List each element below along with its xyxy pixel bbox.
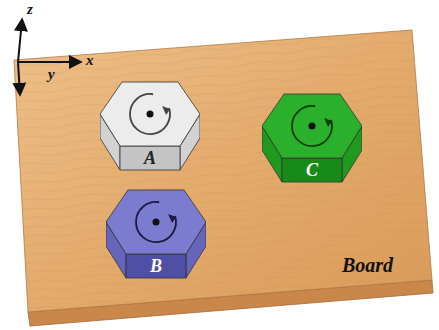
board-label: Board — [342, 254, 393, 277]
axis-label: x — [86, 52, 94, 69]
hex-nut: A — [100, 80, 200, 172]
nut-letter: A — [120, 146, 180, 170]
hex-nut: C — [262, 92, 362, 184]
axis-label: y — [48, 66, 55, 83]
nut-letter: B — [126, 254, 186, 278]
axis-label: z — [27, 1, 33, 18]
z-axis — [18, 20, 22, 62]
nut-letter: C — [282, 158, 342, 182]
x-axis — [18, 61, 80, 63]
hex-nut: B — [106, 188, 206, 280]
wood-grain — [14, 30, 432, 312]
board-top — [14, 30, 432, 312]
y-axis — [18, 62, 20, 94]
